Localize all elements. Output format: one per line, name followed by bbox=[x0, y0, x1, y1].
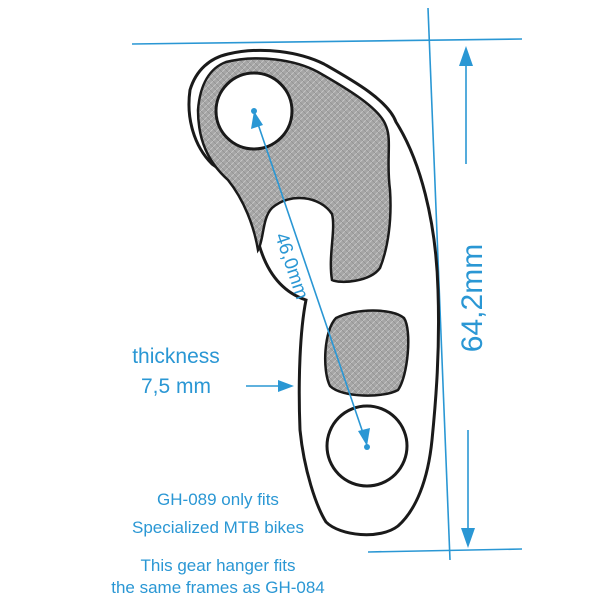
top-reference-line bbox=[131, 38, 523, 45]
thickness-annotation: thickness 7,5 mm bbox=[132, 345, 294, 398]
same-frames-line2: the same frames as GH-084 bbox=[111, 578, 325, 597]
lower-hole-center bbox=[364, 444, 370, 450]
gear-hanger-outline bbox=[187, 48, 441, 537]
arrowhead-down bbox=[358, 428, 370, 446]
fit-note-line1: GH-089 only fits bbox=[157, 490, 279, 509]
textured-window bbox=[324, 309, 410, 397]
thickness-label: thickness bbox=[132, 345, 220, 368]
thickness-value: 7,5 mm bbox=[141, 375, 211, 398]
height-dimension: 64,2mm bbox=[456, 46, 489, 548]
arrowhead-top bbox=[459, 46, 473, 66]
fit-note-line2: Specialized MTB bikes bbox=[132, 518, 304, 537]
same-frames-line1: This gear hanger fits bbox=[141, 556, 296, 575]
arrowhead-up bbox=[251, 111, 263, 129]
height-label: 64,2mm bbox=[456, 244, 489, 352]
fit-notes: GH-089 only fits Specialized MTB bikes T… bbox=[111, 490, 325, 597]
bottom-reference-line bbox=[367, 548, 523, 553]
thickness-arrowhead bbox=[278, 380, 294, 392]
arrowhead-bottom bbox=[461, 528, 475, 548]
